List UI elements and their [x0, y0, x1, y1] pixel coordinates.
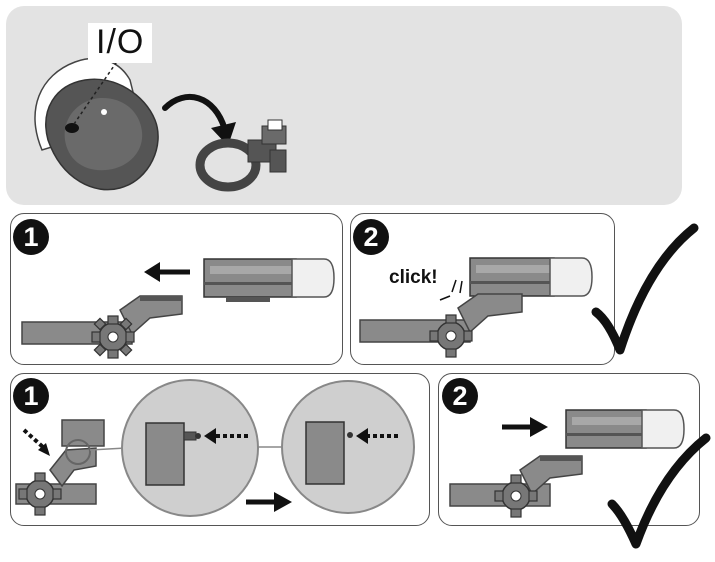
magnifier-circle-icon	[281, 380, 415, 514]
gear-clamp-icon	[18, 472, 62, 516]
zoom-connector	[89, 447, 127, 451]
magnifier-circle-icon	[121, 379, 259, 517]
lamp-b2	[565, 409, 685, 449]
gear-clamp-icon	[429, 314, 473, 358]
step-badge-b2: 2	[442, 378, 478, 414]
step-badge-b1: 1	[13, 378, 49, 414]
power-switch-icon	[34, 57, 159, 191]
click-label: click!	[389, 267, 438, 288]
arrow-left-icon	[144, 262, 190, 282]
arrow-right-icon	[246, 492, 292, 512]
check-mark-icon	[591, 223, 699, 355]
click-lines	[439, 279, 463, 301]
gear-clamp-icon	[494, 474, 538, 518]
arrow-right-icon	[502, 417, 548, 437]
step-badge-a2: 2	[353, 219, 389, 255]
handlebar-mount-b1	[15, 419, 105, 505]
check-mark-icon	[607, 433, 711, 549]
step-badge-a1: 1	[13, 219, 49, 255]
lamp-a2	[469, 257, 593, 297]
gear-clamp-icon	[91, 315, 135, 359]
dashed-arrow-icon	[22, 428, 50, 456]
power-label: I/O	[88, 23, 153, 63]
mount-bracket-icon	[195, 119, 287, 192]
lamp-a1	[203, 258, 335, 302]
